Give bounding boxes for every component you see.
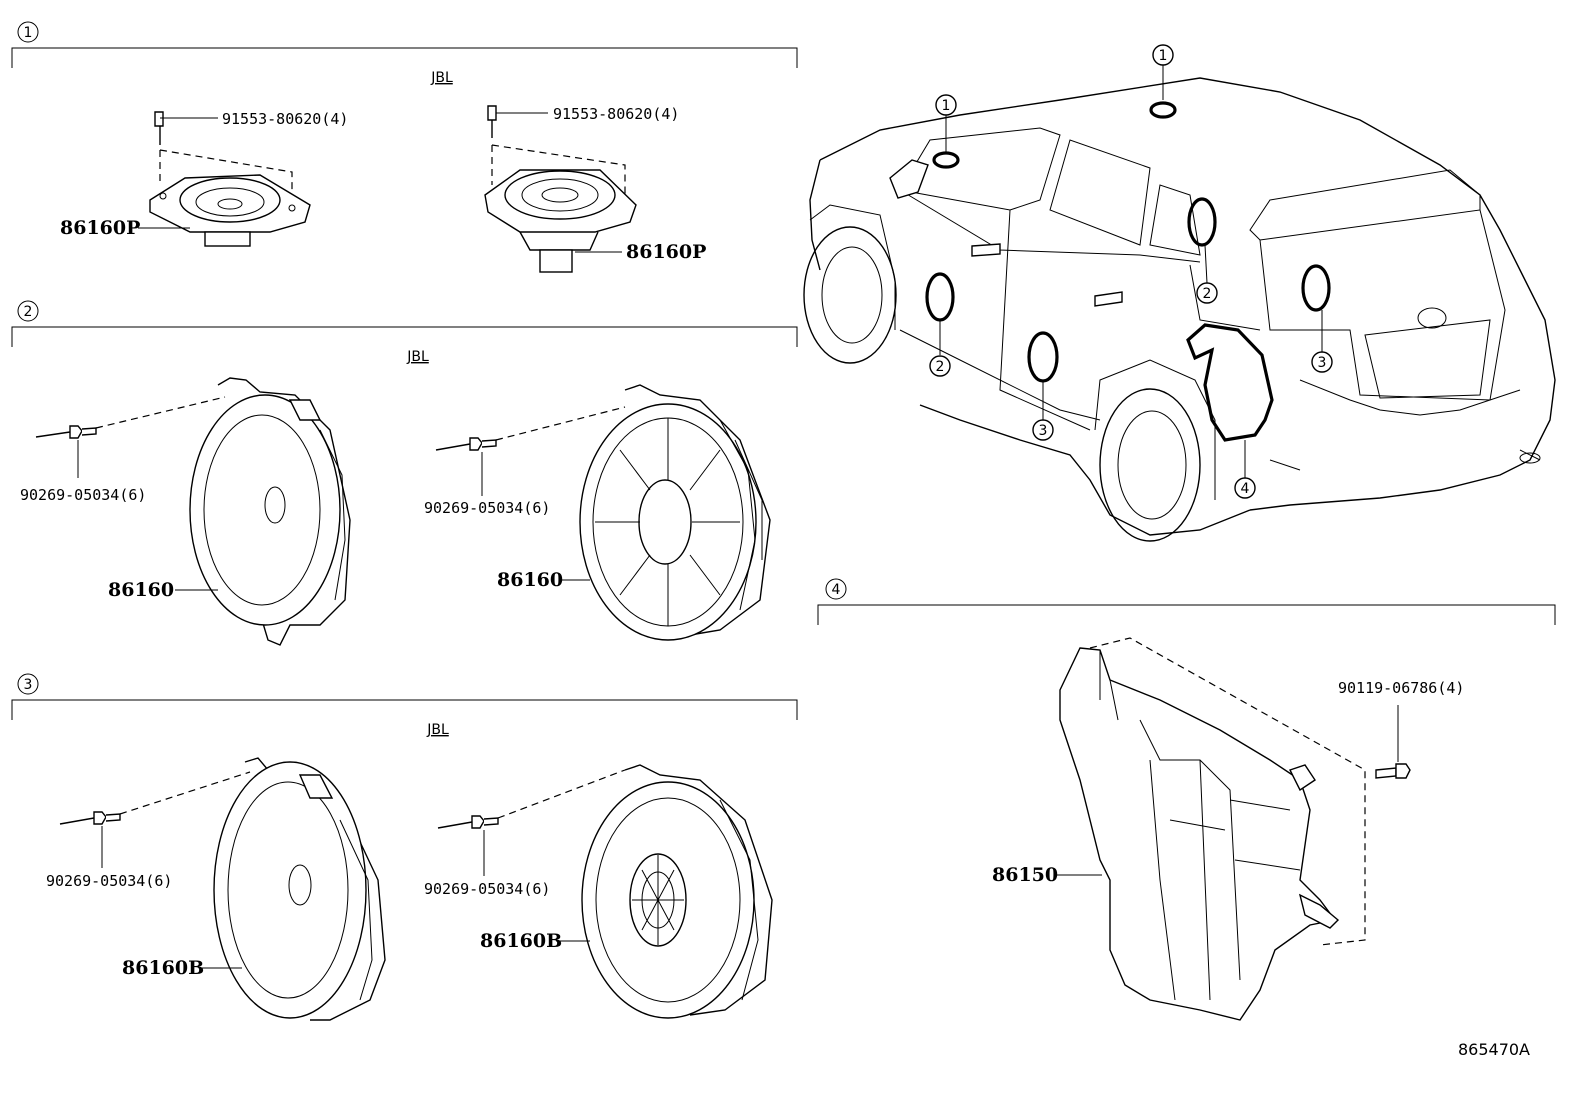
section-1-marker: 1 (24, 25, 33, 41)
car-callout-label: 4 (1241, 481, 1250, 497)
car-callout-roof: 1 (1152, 44, 1174, 66)
car-callout-label: 2 (936, 359, 945, 375)
rivet-s2-right (435, 406, 626, 496)
rear-door-speaker-ring (1027, 331, 1059, 383)
section-2-brand: JBL (406, 349, 429, 365)
speaker-s3-right-illustration (556, 764, 773, 1019)
s1-speaker-right-label: 86160P (626, 241, 706, 263)
diagram-code: 865470A (1458, 1040, 1530, 1059)
section-1-brand: JBL (430, 70, 453, 86)
subwoofer-location-outline (1186, 323, 1274, 442)
section-2: 2 JBL 90269-05034(6) 86160 (11, 300, 798, 646)
speaker-s2-left-illustration (175, 377, 351, 646)
section-1: 1 JBL 91553-80620(4) 86160P (11, 21, 798, 273)
s3-rivet-left-label: 90269-05034(6) (46, 872, 172, 890)
car-callout-label: 1 (1159, 48, 1168, 64)
car-callout-label: 2 (1203, 286, 1212, 302)
section-2-marker: 2 (24, 304, 33, 320)
speaker-s2-right-illustration (560, 384, 771, 641)
section-3-brand: JBL (426, 722, 449, 738)
s3-speaker-left-label: 86160B (122, 957, 204, 979)
section-3: 3 JBL 90269-05034(6) 86160B (11, 673, 798, 1021)
s3-speaker-right-label: 86160B (480, 930, 562, 952)
section-4-marker-circle (825, 578, 847, 600)
car-callout-label: 3 (1318, 355, 1327, 371)
s1-screw-right-label: 91553-80620(4) (553, 105, 679, 123)
speaker-s3-left-illustration (200, 757, 386, 1021)
section-3-marker-circle (17, 673, 39, 695)
s1-screw-left-label: 91553-80620(4) (222, 110, 348, 128)
section-1-marker-circle (17, 21, 39, 43)
bolt-s4 (1375, 705, 1411, 779)
car-callout-front-pillar: 1 (935, 94, 957, 116)
s2-speaker-left-label: 86160 (108, 579, 174, 601)
car-callout-rear-hatch: 3 (1311, 351, 1333, 373)
section-3-bracket (11, 699, 798, 720)
car-callout-front-door: 2 (929, 355, 951, 377)
car-callout-subwoofer: 4 (1234, 477, 1256, 499)
section-4-marker: 4 (832, 582, 841, 598)
section-1-bracket (11, 47, 798, 68)
s3-rivet-right-label: 90269-05034(6) (424, 880, 550, 898)
s2-rivet-right-label: 90269-05034(6) (424, 499, 550, 517)
rear-upper-speaker-ring (1187, 197, 1217, 247)
tweeter-left-illustration (138, 111, 311, 247)
section-2-bracket (11, 326, 798, 347)
roof-speaker-ring (1149, 101, 1177, 119)
s4-subwoofer-label: 86150 (992, 864, 1058, 886)
vehicle-illustration: 1 1 2 2 3 3 4 (803, 44, 1556, 542)
section-2-marker-circle (17, 300, 39, 322)
section-4: 4 86150 90119-06786(4) (817, 578, 1556, 1021)
subwoofer-illustration (1059, 637, 1366, 1021)
section-4-bracket (817, 604, 1556, 625)
rear-hatch-speaker-ring (1301, 264, 1331, 312)
car-callout-rear-door: 3 (1032, 419, 1054, 441)
s4-bolt-label: 90119-06786(4) (1338, 679, 1464, 697)
rivet-s2-left (35, 396, 226, 478)
tweeter-right-illustration (484, 105, 637, 273)
s2-speaker-right-label: 86160 (497, 569, 563, 591)
section-3-marker: 3 (24, 677, 33, 693)
s1-speaker-left-label: 86160P (60, 217, 140, 239)
front-pillar-speaker-ring (932, 151, 960, 169)
car-callout-rear-upper: 2 (1196, 282, 1218, 304)
rivet-s3-right (437, 769, 626, 876)
s2-rivet-left-label: 90269-05034(6) (20, 486, 146, 504)
rivet-s3-left (59, 771, 251, 868)
front-door-speaker-ring (925, 272, 955, 322)
car-callout-label: 1 (942, 98, 951, 114)
car-callout-label: 3 (1039, 423, 1048, 439)
